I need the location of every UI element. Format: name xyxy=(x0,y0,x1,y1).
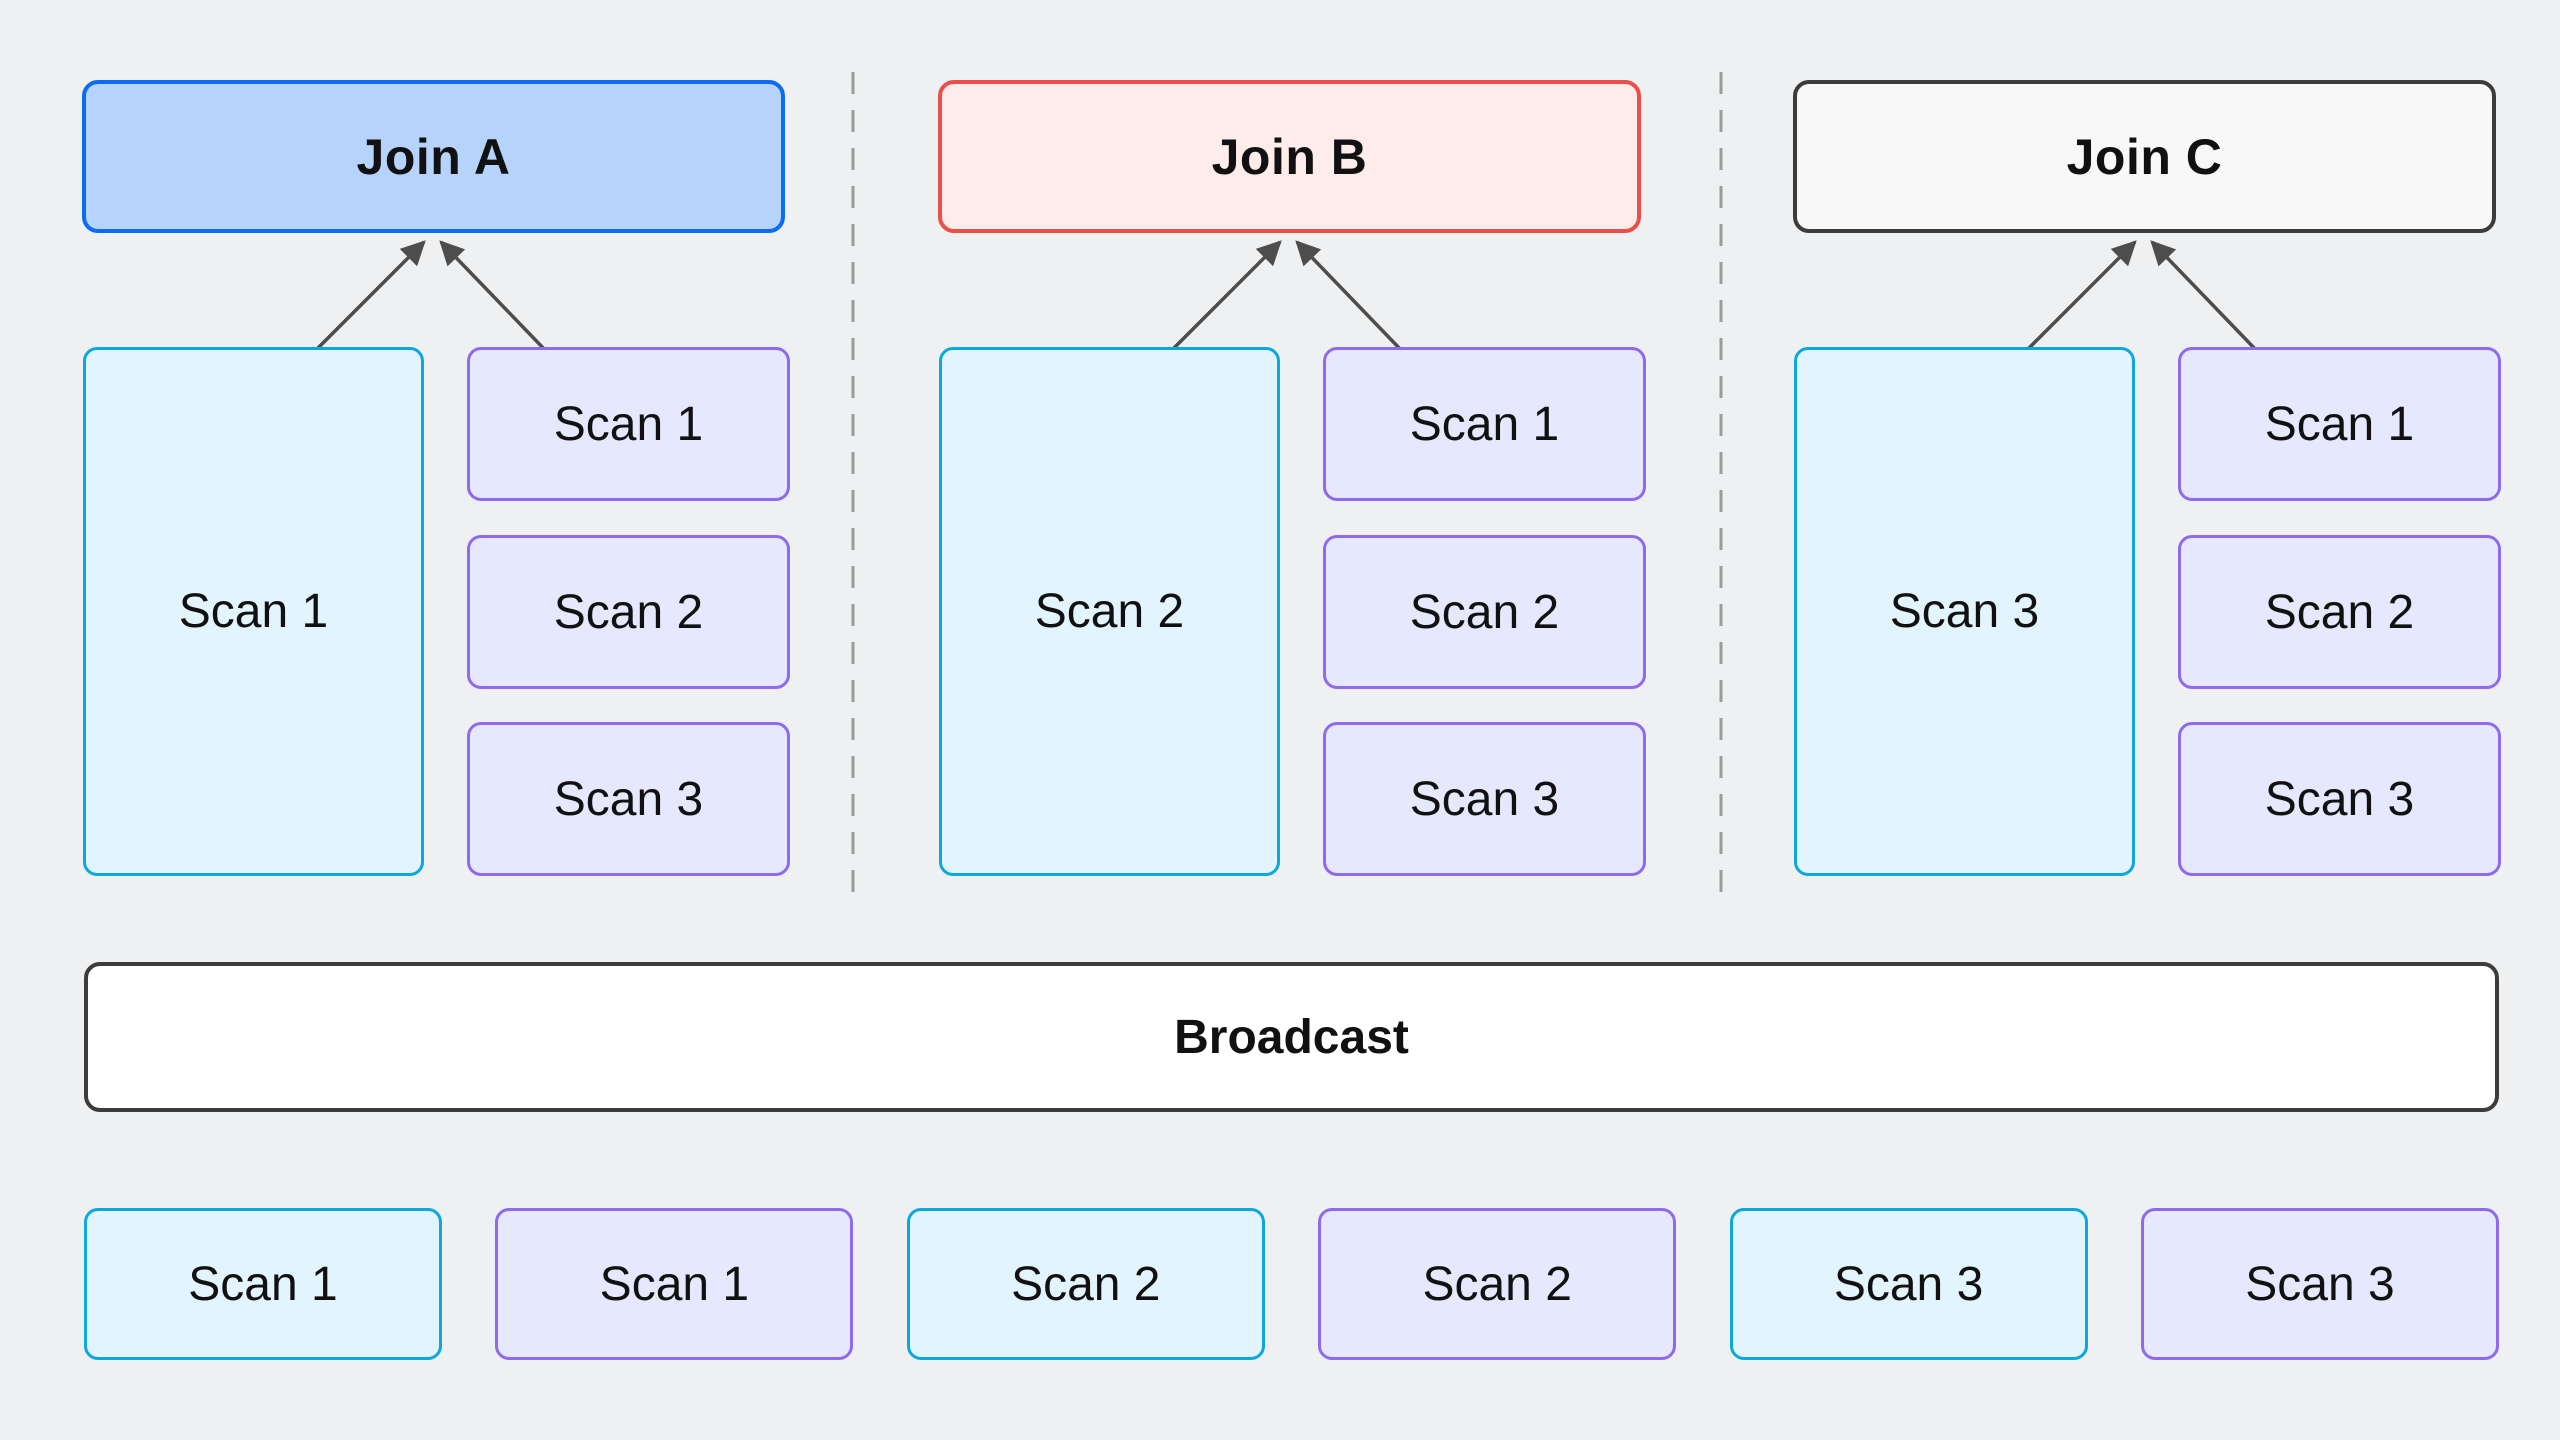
join-a-label: Join A xyxy=(356,128,511,185)
join-c-label: Join C xyxy=(2066,128,2223,185)
small-scan-label-c-3: Scan 3 xyxy=(2264,772,2415,826)
join-b-label: Join B xyxy=(1211,128,1368,185)
bottom-scan-node-3: Scan 2 xyxy=(906,1208,1265,1360)
big-scan-node-a: Scan 1 xyxy=(83,347,424,876)
small-scan-label-b-2: Scan 2 xyxy=(1409,585,1560,639)
small-scan-label-a-1: Scan 1 xyxy=(553,397,704,451)
bottom-scan-label-5: Scan 3 xyxy=(1833,1257,1984,1311)
broadcast-label: Broadcast xyxy=(1174,1010,1409,1064)
bottom-scan-node-4: Scan 2 xyxy=(1318,1208,1677,1360)
small-scan-node-c-3: Scan 3 xyxy=(2178,722,2501,876)
edge-small-scan-to-join-c xyxy=(2150,240,2260,354)
small-scan-label-a-3: Scan 3 xyxy=(553,772,704,826)
join-b-node: Join B xyxy=(938,80,1641,233)
small-scan-node-c-1: Scan 1 xyxy=(2178,347,2501,501)
big-scan-node-c: Scan 3 xyxy=(1794,347,2135,876)
small-scan-node-c-2: Scan 2 xyxy=(2178,535,2501,689)
small-scan-node-a-2: Scan 2 xyxy=(467,535,790,689)
big-scan-label-c: Scan 3 xyxy=(1889,585,2040,638)
edge-small-scan-to-join-a xyxy=(439,240,549,354)
small-scan-label-c-2: Scan 2 xyxy=(2264,585,2415,639)
big-scan-label-b: Scan 2 xyxy=(1034,585,1185,638)
bottom-scan-label-4: Scan 2 xyxy=(1422,1257,1572,1311)
broadcast-node: Broadcast xyxy=(84,962,2499,1112)
small-scan-label-b-1: Scan 1 xyxy=(1409,397,1560,451)
bottom-scan-node-2: Scan 1 xyxy=(495,1208,854,1360)
big-scan-label-a: Scan 1 xyxy=(178,585,329,638)
small-scan-node-b-2: Scan 2 xyxy=(1323,535,1646,689)
small-scan-node-a-1: Scan 1 xyxy=(467,347,790,501)
small-scan-node-b-3: Scan 3 xyxy=(1323,722,1646,876)
bottom-scan-label-3: Scan 2 xyxy=(1011,1257,1161,1311)
bottom-scan-label-6: Scan 3 xyxy=(2245,1257,2395,1311)
edge-big-scan-to-join-b xyxy=(1168,240,1282,354)
bottom-scan-row: Scan 1 Scan 1 Scan 2 Scan 2 Scan 3 Scan … xyxy=(84,1208,2499,1360)
bottom-scan-node-1: Scan 1 xyxy=(84,1208,442,1360)
small-scan-node-a-3: Scan 3 xyxy=(467,722,790,876)
edge-big-scan-to-join-a xyxy=(312,240,426,354)
big-scan-node-b: Scan 2 xyxy=(939,347,1280,876)
edge-big-scan-to-join-c xyxy=(2023,240,2137,354)
join-c-node: Join C xyxy=(1793,80,2496,233)
small-scan-label-a-2: Scan 2 xyxy=(553,585,704,639)
small-scan-node-b-1: Scan 1 xyxy=(1323,347,1646,501)
small-scan-label-b-3: Scan 3 xyxy=(1409,772,1560,826)
bottom-scan-node-6: Scan 3 xyxy=(2140,1208,2499,1360)
join-a-node: Join A xyxy=(82,80,785,233)
edge-small-scan-to-join-b xyxy=(1295,240,1405,354)
small-scan-label-c-1: Scan 1 xyxy=(2264,397,2415,451)
bottom-scan-node-5: Scan 3 xyxy=(1729,1208,2088,1360)
bottom-scan-label-1: Scan 1 xyxy=(188,1257,338,1311)
bottom-scan-label-2: Scan 1 xyxy=(599,1257,750,1311)
